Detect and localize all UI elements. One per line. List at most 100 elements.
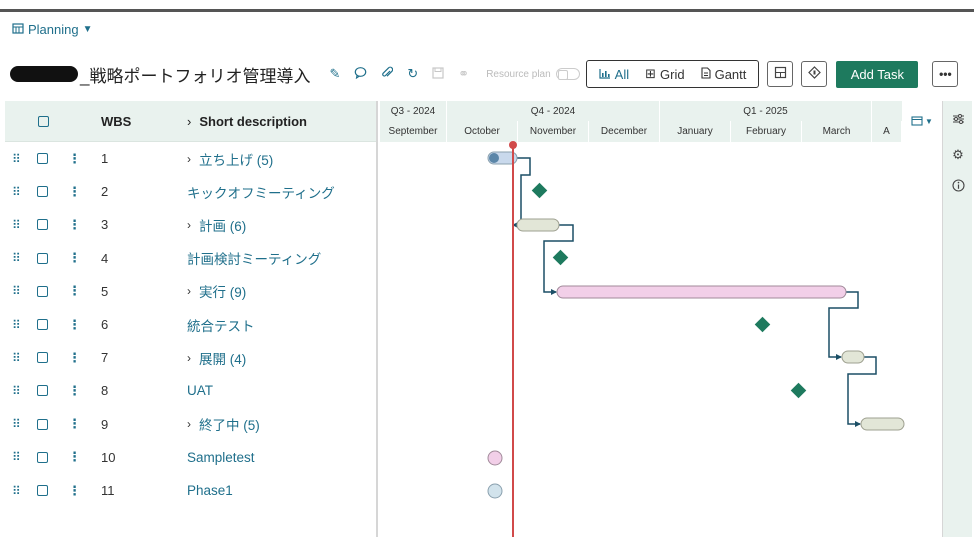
- more-options-button[interactable]: •••: [932, 61, 959, 87]
- milestone-marker[interactable]: [552, 249, 569, 266]
- filter-settings-icon[interactable]: [943, 113, 973, 125]
- chevron-right-icon[interactable]: ›: [187, 350, 191, 365]
- chevron-right-icon[interactable]: ›: [187, 151, 191, 166]
- refresh-icon[interactable]: ↻: [407, 66, 419, 81]
- milestone-marker[interactable]: [790, 382, 807, 399]
- task-bar[interactable]: [516, 218, 560, 232]
- chevron-right-icon[interactable]: ›: [187, 417, 191, 432]
- drag-handle-icon[interactable]: ⠿: [12, 383, 21, 398]
- row-checkbox[interactable]: [37, 408, 48, 441]
- description-text[interactable]: 展開 (4): [199, 351, 247, 367]
- milestone-marker[interactable]: [531, 182, 548, 199]
- row-checkbox[interactable]: [37, 474, 48, 507]
- description-cell[interactable]: › 展開 (4): [187, 341, 246, 374]
- breadcrumb-label[interactable]: Planning: [28, 22, 79, 37]
- description-cell[interactable]: Phase1: [187, 474, 233, 507]
- drag-handle-icon[interactable]: ⠿: [12, 317, 21, 332]
- description-cell[interactable]: › 計画 (6): [187, 208, 246, 241]
- add-task-button[interactable]: Add Task: [836, 60, 919, 88]
- comment-icon[interactable]: [354, 66, 367, 82]
- description-text[interactable]: 終了中 (5): [199, 418, 260, 434]
- info-icon[interactable]: [943, 179, 973, 192]
- task-dot[interactable]: [487, 483, 503, 499]
- row-checkbox[interactable]: [37, 275, 48, 308]
- description-text[interactable]: 立ち上げ (5): [199, 152, 274, 168]
- view-gantt-button[interactable]: Gantt: [693, 67, 755, 82]
- view-all-button[interactable]: All: [591, 67, 637, 82]
- drag-handle-icon[interactable]: ⠿: [12, 251, 21, 266]
- task-dot[interactable]: [487, 450, 503, 466]
- description-cell[interactable]: Sampletest: [187, 441, 255, 474]
- chevron-right-icon[interactable]: ›: [187, 217, 191, 232]
- edit-icon[interactable]: ✎: [329, 66, 341, 81]
- row-checkbox[interactable]: [37, 441, 48, 474]
- row-checkbox[interactable]: [37, 341, 48, 374]
- drag-handle-icon[interactable]: ⠿: [12, 450, 21, 465]
- row-checkbox[interactable]: [37, 208, 48, 241]
- gear-icon[interactable]: ⚙: [952, 147, 964, 162]
- description-cell[interactable]: › 実行 (9): [187, 275, 246, 308]
- row-checkbox[interactable]: [37, 175, 48, 208]
- row-checkbox[interactable]: [37, 374, 48, 407]
- description-cell[interactable]: › 終了中 (5): [187, 408, 260, 441]
- description-cell[interactable]: UAT: [187, 374, 213, 407]
- milestone-marker[interactable]: [754, 316, 771, 333]
- row-menu-icon[interactable]: ⋮: [68, 283, 81, 299]
- resource-plan-toggle[interactable]: [555, 68, 580, 80]
- row-menu-icon[interactable]: ⋮: [68, 449, 81, 465]
- table-row[interactable]: ⠿⋮5›実行 (9): [5, 275, 376, 308]
- timescale-button[interactable]: ▼: [902, 101, 941, 142]
- description-cell[interactable]: 統合テスト: [187, 308, 255, 341]
- drag-handle-icon[interactable]: ⠿: [12, 350, 21, 365]
- description-text[interactable]: キックオフミーティング: [187, 185, 335, 201]
- task-bar[interactable]: [556, 285, 847, 299]
- row-menu-icon[interactable]: ⋮: [68, 183, 81, 199]
- drag-handle-icon[interactable]: ⠿: [12, 483, 21, 498]
- breadcrumb[interactable]: Planning ▼: [12, 22, 93, 37]
- attachment-icon[interactable]: [381, 66, 394, 82]
- description-text[interactable]: 計画検討ミーティング: [187, 252, 322, 268]
- description-cell[interactable]: キックオフミーティング: [187, 175, 335, 208]
- row-menu-icon[interactable]: ⋮: [68, 382, 81, 398]
- description-cell[interactable]: 計画検討ミーティング: [187, 242, 321, 275]
- layout-button[interactable]: [767, 61, 794, 87]
- row-menu-icon[interactable]: ⋮: [68, 482, 81, 498]
- drag-handle-icon[interactable]: ⠿: [12, 184, 21, 199]
- row-menu-icon[interactable]: ⋮: [68, 316, 81, 332]
- chevron-down-icon[interactable]: ▼: [82, 24, 93, 35]
- chevron-right-icon[interactable]: ›: [187, 284, 191, 299]
- description-text[interactable]: Phase1: [187, 483, 233, 498]
- column-header-description[interactable]: › Short description: [187, 114, 307, 129]
- drag-handle-icon[interactable]: ⠿: [12, 217, 21, 232]
- row-checkbox[interactable]: [37, 308, 48, 341]
- row-menu-icon[interactable]: ⋮: [68, 416, 81, 432]
- task-bar[interactable]: [860, 417, 905, 431]
- select-all-checkbox[interactable]: [38, 101, 49, 142]
- description-cell[interactable]: › 立ち上げ (5): [187, 142, 273, 175]
- row-menu-icon[interactable]: ⋮: [68, 216, 81, 232]
- column-header-wbs[interactable]: WBS: [101, 114, 132, 129]
- drag-handle-icon[interactable]: ⠿: [12, 284, 21, 299]
- row-menu-icon[interactable]: ⋮: [68, 150, 81, 166]
- row-checkbox[interactable]: [37, 142, 48, 175]
- table-row[interactable]: ⠿⋮7›展開 (4): [5, 341, 376, 374]
- table-row[interactable]: ⠿⋮1›立ち上げ (5): [5, 142, 376, 175]
- description-text[interactable]: 実行 (9): [199, 285, 247, 301]
- table-row[interactable]: ⠿⋮9›終了中 (5): [5, 408, 376, 441]
- description-text[interactable]: UAT: [187, 383, 213, 399]
- description-text[interactable]: 統合テスト: [187, 318, 255, 334]
- milestone-button[interactable]: [801, 61, 828, 87]
- row-menu-icon[interactable]: ⋮: [68, 349, 81, 365]
- view-grid-button[interactable]: ⊞ Grid: [645, 66, 685, 82]
- table-row[interactable]: ⠿⋮3›計画 (6): [5, 208, 376, 241]
- description-text[interactable]: 計画 (6): [199, 218, 247, 234]
- row-checkbox[interactable]: [37, 242, 48, 275]
- task-bar[interactable]: [841, 350, 865, 364]
- description-text[interactable]: Sampletest: [187, 449, 255, 465]
